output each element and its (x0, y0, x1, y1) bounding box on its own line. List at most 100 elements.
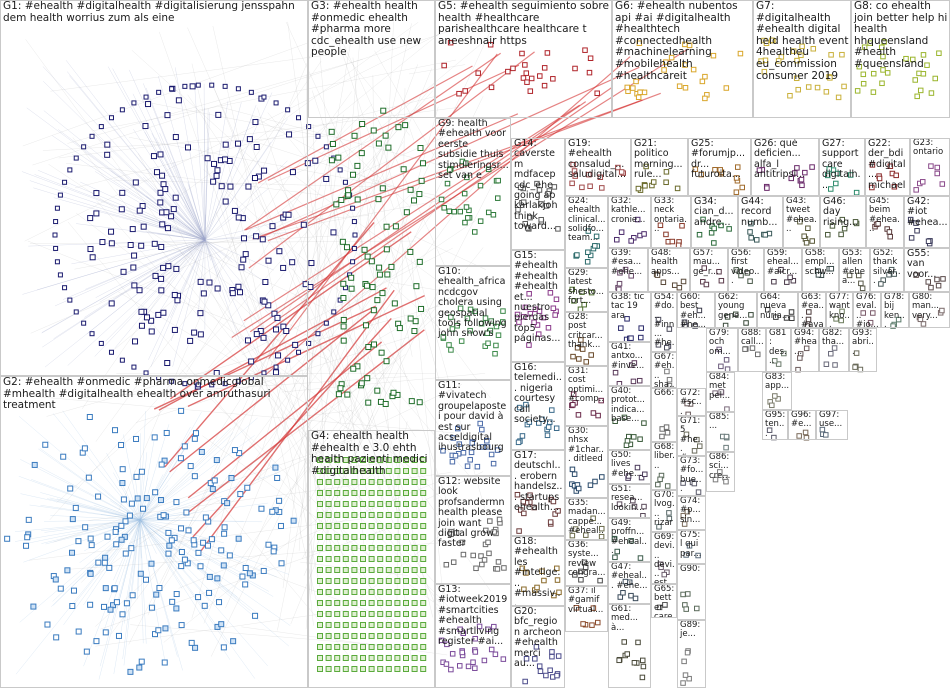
graph-node[interactable] (119, 480, 126, 487)
group-box-g6[interactable]: G6: #ehealth nubentos api #ai #digitalhe… (612, 0, 753, 118)
group-box-g94[interactable]: G94: #hea... (791, 328, 819, 372)
graph-node[interactable] (924, 62, 930, 68)
group-box-g27[interactable]: G27: support care digitalh... (819, 138, 865, 196)
graph-node[interactable] (394, 512, 401, 518)
graph-node[interactable] (379, 290, 386, 297)
graph-node[interactable] (920, 71, 927, 77)
graph-node[interactable] (573, 605, 580, 611)
graph-node[interactable] (192, 430, 199, 437)
graph-node[interactable] (182, 381, 188, 387)
graph-node[interactable] (448, 666, 454, 673)
graph-node[interactable] (175, 97, 182, 104)
group-box-g88[interactable]: G88: call... (738, 328, 766, 372)
graph-node[interactable] (229, 290, 236, 297)
group-box-g17[interactable]: G17: deutschl... erobern handelsz... sta… (511, 450, 565, 536)
graph-node[interactable] (317, 457, 323, 463)
graph-node[interactable] (658, 564, 664, 571)
graph-node[interactable] (932, 75, 938, 82)
graph-node[interactable] (578, 577, 584, 583)
graph-node[interactable] (351, 556, 358, 562)
graph-node[interactable] (699, 78, 706, 85)
graph-node[interactable] (462, 88, 468, 94)
graph-node[interactable] (787, 92, 793, 99)
graph-node[interactable] (342, 589, 349, 595)
graph-node[interactable] (89, 331, 95, 337)
group-box-g96[interactable]: G96: #e... (788, 410, 816, 440)
graph-node[interactable] (711, 225, 717, 232)
graph-node[interactable] (312, 157, 319, 164)
group-box-g10[interactable]: G10: ehealth_africa ncdcgov cholera usin… (435, 266, 511, 380)
graph-node[interactable] (351, 655, 358, 661)
graph-node[interactable] (718, 363, 724, 370)
graph-node[interactable] (545, 190, 551, 197)
group-box-g39[interactable]: G39: #esa... #ehe... (608, 248, 648, 292)
graph-node[interactable] (342, 523, 349, 529)
group-box-g81[interactable]: G81: des... (766, 328, 791, 372)
graph-node[interactable] (876, 175, 883, 182)
graph-node[interactable] (633, 78, 639, 85)
graph-node[interactable] (342, 633, 349, 639)
graph-node[interactable] (683, 431, 690, 438)
graph-node[interactable] (385, 666, 392, 672)
graph-node[interactable] (335, 154, 342, 161)
graph-node[interactable] (156, 89, 162, 95)
graph-node[interactable] (368, 512, 375, 518)
graph-node[interactable] (351, 245, 357, 251)
graph-node[interactable] (462, 219, 468, 226)
graph-node[interactable] (485, 539, 491, 546)
graph-node[interactable] (173, 591, 180, 598)
graph-node[interactable] (351, 578, 358, 584)
graph-node[interactable] (517, 507, 524, 513)
graph-node[interactable] (385, 144, 392, 151)
graph-node[interactable] (515, 439, 522, 446)
graph-node[interactable] (164, 112, 171, 119)
graph-node[interactable] (210, 178, 217, 185)
graph-node[interactable] (364, 375, 371, 382)
graph-node[interactable] (53, 634, 60, 641)
graph-node[interactable] (839, 51, 845, 58)
graph-node[interactable] (275, 352, 282, 359)
graph-node[interactable] (700, 216, 706, 223)
graph-node[interactable] (251, 175, 258, 182)
graph-node[interactable] (230, 638, 237, 645)
graph-node[interactable] (631, 360, 638, 366)
graph-node[interactable] (599, 185, 605, 191)
graph-node[interactable] (138, 322, 145, 329)
graph-node[interactable] (638, 325, 644, 331)
graph-node[interactable] (385, 556, 392, 562)
graph-node[interactable] (394, 655, 401, 661)
graph-node[interactable] (692, 166, 699, 172)
graph-node[interactable] (368, 600, 375, 606)
graph-node[interactable] (716, 346, 722, 353)
graph-node[interactable] (221, 530, 228, 537)
graph-node[interactable] (325, 457, 332, 463)
graph-node[interactable] (630, 378, 637, 385)
graph-node[interactable] (127, 668, 134, 675)
graph-node[interactable] (841, 83, 847, 90)
graph-node[interactable] (666, 515, 673, 522)
graph-node[interactable] (411, 197, 418, 204)
graph-node[interactable] (334, 523, 341, 529)
graph-node[interactable] (242, 251, 249, 258)
graph-node[interactable] (697, 443, 703, 449)
graph-node[interactable] (810, 46, 817, 52)
graph-node[interactable] (171, 291, 178, 298)
graph-node[interactable] (317, 512, 323, 518)
graph-node[interactable] (464, 463, 471, 469)
graph-node[interactable] (450, 435, 457, 441)
graph-node[interactable] (385, 501, 392, 507)
graph-node[interactable] (440, 448, 446, 454)
graph-node[interactable] (657, 222, 664, 229)
graph-node[interactable] (514, 491, 521, 498)
graph-node[interactable] (695, 489, 702, 495)
graph-node[interactable] (83, 648, 90, 655)
graph-node[interactable] (204, 155, 211, 162)
graph-node[interactable] (342, 600, 349, 606)
graph-node[interactable] (70, 587, 77, 594)
graph-node[interactable] (612, 554, 618, 561)
graph-node[interactable] (598, 533, 605, 540)
graph-node[interactable] (342, 666, 349, 672)
group-box-g65[interactable]: G65: better care (651, 584, 677, 618)
graph-node[interactable] (360, 655, 366, 661)
graph-node[interactable] (342, 556, 349, 562)
